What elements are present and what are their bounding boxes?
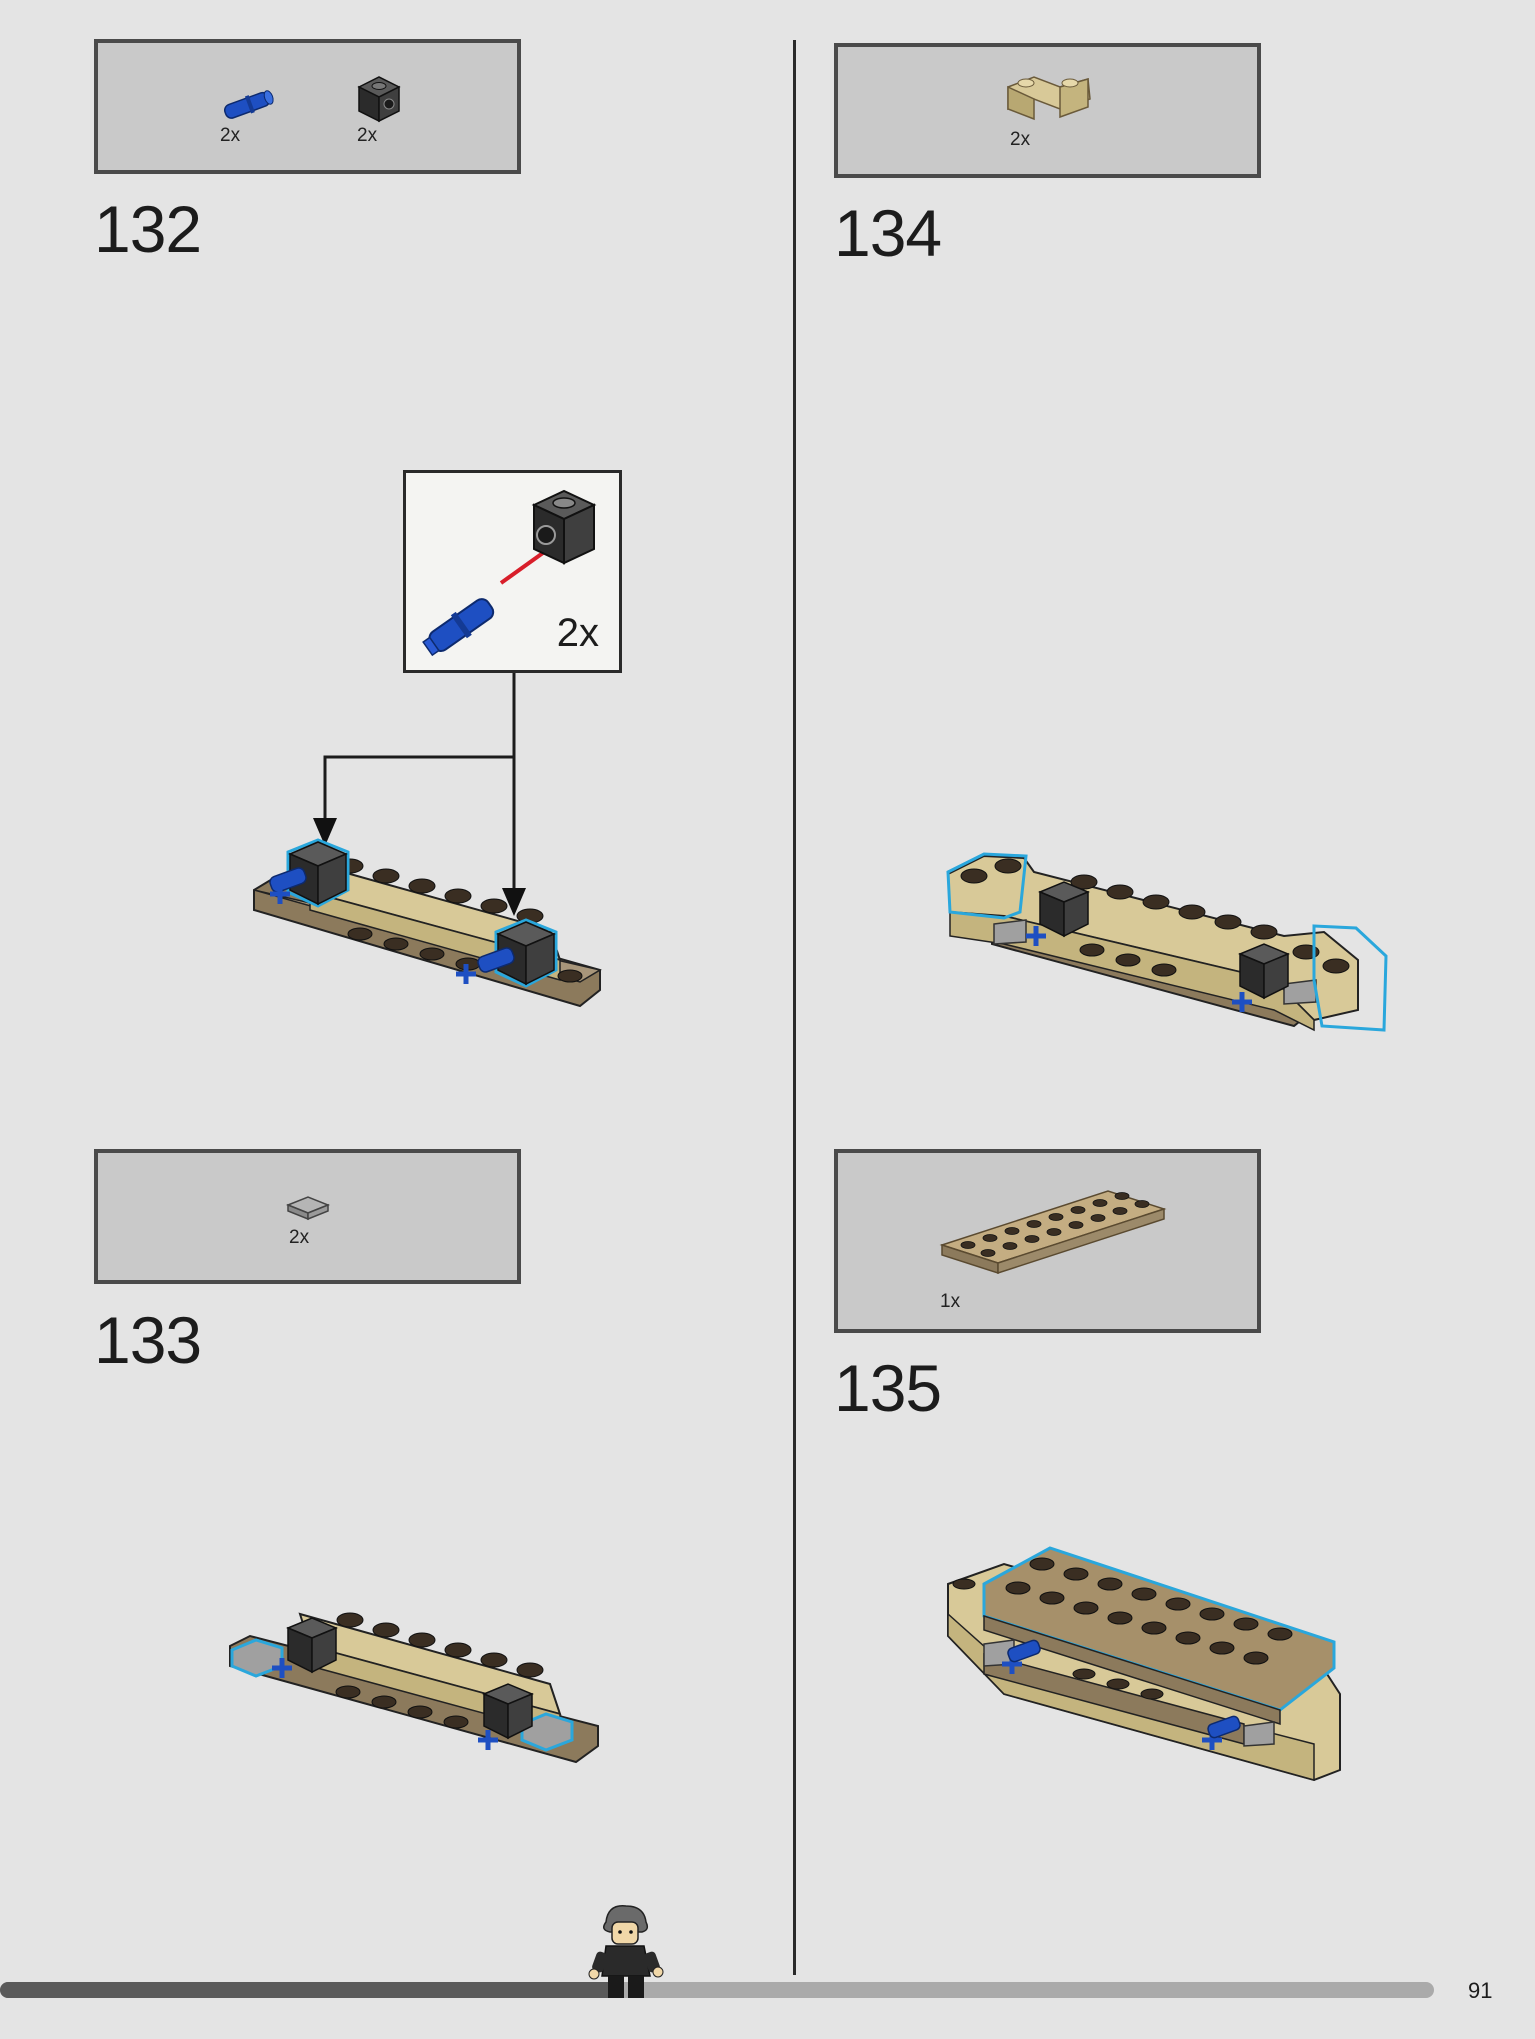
page-progress-fill bbox=[0, 1982, 617, 1998]
part-qty: 2x bbox=[1010, 129, 1031, 150]
step-number-134: 134 bbox=[834, 196, 942, 270]
part-qty: 1x bbox=[940, 1291, 961, 1312]
column-divider bbox=[793, 40, 796, 1975]
gray-tile-icon bbox=[285, 1196, 331, 1221]
model-step-135 bbox=[947, 1546, 1341, 1782]
step-number-135: 135 bbox=[834, 1351, 942, 1425]
step-number-133: 133 bbox=[94, 1303, 202, 1377]
sub-assembly-callout: 2x bbox=[403, 470, 622, 673]
model-step-133 bbox=[229, 1612, 599, 1764]
part-qty: 2x bbox=[357, 125, 378, 146]
part-qty: 2x bbox=[289, 1227, 310, 1248]
tan-corner-brick-icon bbox=[1007, 76, 1091, 121]
parts-box-134: 2x bbox=[834, 43, 1261, 178]
model-step-132 bbox=[253, 838, 602, 1008]
part-qty: 2x bbox=[220, 125, 241, 146]
parts-box-133: 2x bbox=[94, 1149, 521, 1284]
model-step-134 bbox=[946, 852, 1388, 1032]
blue-axle-pin-icon bbox=[223, 90, 274, 119]
black-technic-brick-icon bbox=[357, 76, 401, 123]
parts-box-135: 1x bbox=[834, 1149, 1261, 1333]
callout-qty: 2x bbox=[556, 611, 599, 655]
page-progress-bar bbox=[0, 1982, 1434, 1998]
pin-into-brick-illustration bbox=[422, 489, 597, 657]
page-number: 91 bbox=[1468, 1978, 1493, 2003]
minifigure-icon bbox=[588, 1905, 664, 1998]
tan-plate-2x8-icon bbox=[939, 1190, 1167, 1275]
parts-box-132: 2x 2x bbox=[94, 39, 521, 174]
step-number-132: 132 bbox=[94, 192, 202, 266]
